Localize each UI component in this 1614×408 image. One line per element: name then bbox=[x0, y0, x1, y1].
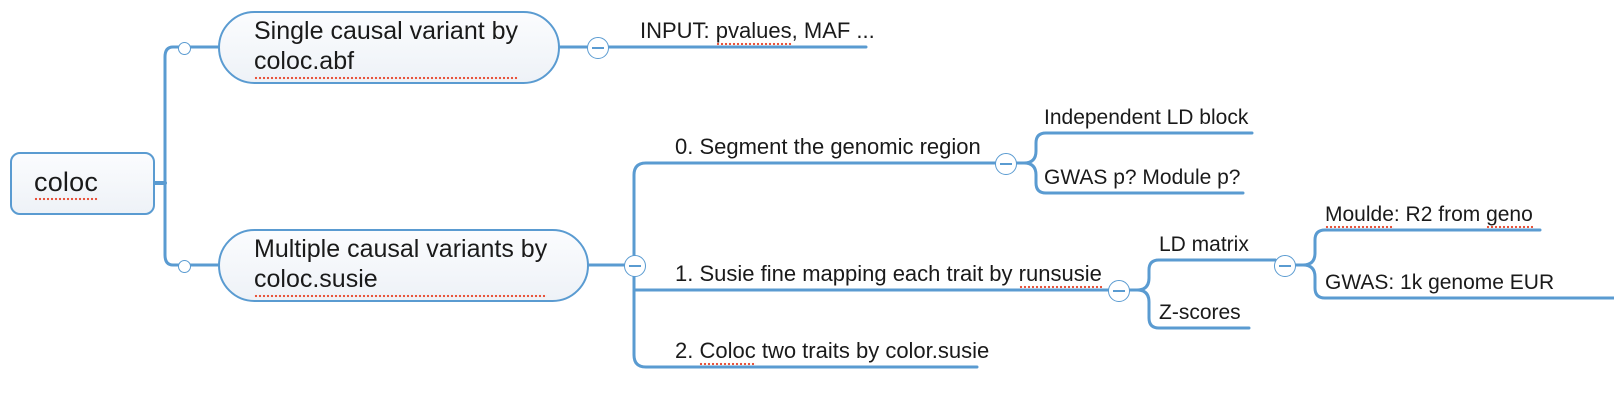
root-node-coloc[interactable]: coloc bbox=[10, 152, 155, 215]
node-independent-ld-block[interactable]: Independent LD block bbox=[1044, 100, 1248, 133]
leaf-node-input[interactable]: INPUT: pvalues, MAF ... bbox=[640, 14, 875, 47]
node-moulde-r2-from-geno[interactable]: Moulde: R2 from geno bbox=[1325, 197, 1533, 230]
node-step-2-label: 2. Coloc two traits by color.susie bbox=[675, 338, 989, 366]
branch-node-coloc-susie-line2: coloc.susie bbox=[254, 264, 548, 298]
branch-node-coloc-susie-line1: Multiple causal variants by bbox=[254, 234, 548, 263]
collapse-toggle-susie[interactable] bbox=[624, 255, 646, 277]
node-step-0-label: 0. Segment the genomic region bbox=[675, 134, 981, 159]
branch-node-coloc-susie[interactable]: Multiple causal variants by coloc.susie bbox=[218, 229, 589, 302]
node-step-1-susie-fine-mapping[interactable]: 1. Susie fine mapping each trait by runs… bbox=[675, 257, 1102, 290]
node-gwas-p-module-p-label: GWAS p? Module p? bbox=[1044, 166, 1241, 189]
joint-dot-abf bbox=[177, 41, 191, 55]
collapse-toggle-abf[interactable] bbox=[587, 37, 609, 59]
collapse-toggle-step1[interactable] bbox=[1108, 280, 1130, 302]
leaf-node-input-label: INPUT: pvalues, MAF ... bbox=[640, 18, 875, 46]
node-ld-matrix[interactable]: LD matrix bbox=[1159, 227, 1249, 260]
node-z-scores-label: Z-scores bbox=[1159, 301, 1241, 324]
branch-node-coloc-abf-line1: Single causal variant by bbox=[254, 16, 519, 45]
node-step-1-label: 1. Susie fine mapping each trait by runs… bbox=[675, 261, 1102, 289]
branch-node-coloc-abf-line2: coloc.abf bbox=[254, 46, 519, 80]
node-independent-ld-block-label: Independent LD block bbox=[1044, 106, 1249, 129]
joint-dot-susie bbox=[177, 259, 191, 273]
node-gwas-1k-genome-eur[interactable]: GWAS: 1k genome EUR bbox=[1325, 265, 1554, 298]
collapse-toggle-ld-matrix[interactable] bbox=[1274, 255, 1296, 277]
node-step-0-segment-region[interactable]: 0. Segment the genomic region bbox=[675, 130, 981, 163]
node-gwas-p-module-p[interactable]: GWAS p? Module p? bbox=[1044, 160, 1241, 193]
branch-node-coloc-abf[interactable]: Single causal variant by coloc.abf bbox=[218, 11, 560, 84]
root-node-label: coloc bbox=[34, 166, 99, 201]
collapse-toggle-step0[interactable] bbox=[995, 153, 1017, 175]
node-ld-matrix-label: LD matrix bbox=[1159, 233, 1249, 256]
node-z-scores[interactable]: Z-scores bbox=[1159, 295, 1241, 328]
node-gwas-1k-genome-eur-label: GWAS: 1k genome EUR bbox=[1325, 271, 1555, 294]
node-moulde-r2-from-geno-label: Moulde: R2 from geno bbox=[1325, 203, 1533, 229]
node-step-2-coloc-two-traits[interactable]: 2. Coloc two traits by color.susie bbox=[675, 334, 989, 367]
